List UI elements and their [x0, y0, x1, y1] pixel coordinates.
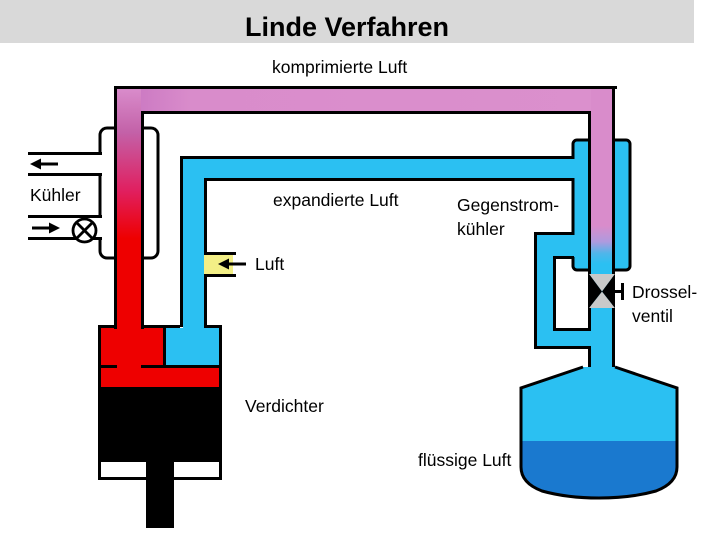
- label-counterflow-cooler-line1: Gegenstrom-: [457, 195, 559, 215]
- label-cooler: Kühler: [30, 185, 81, 205]
- label-air-inlet: Luft: [255, 254, 284, 274]
- collection-vessel: [519, 365, 679, 500]
- label-liquid-air: flüssige Luft: [418, 450, 512, 470]
- compression-space: [101, 368, 219, 387]
- red-chamber: [101, 327, 163, 365]
- label-compressor: Verdichter: [245, 396, 324, 416]
- page-title: Linde Verfahren: [245, 12, 449, 42]
- cooler-mouth-top: [96, 155, 103, 173]
- cooler-outflow-pipe: [28, 152, 102, 176]
- piston-rod: [146, 462, 174, 528]
- compressed-air-pipe-right: [591, 89, 612, 380]
- cyan-chamber: [166, 328, 219, 365]
- liquid-air-fill: [521, 441, 677, 498]
- air-inlet-arrow-icon: [218, 258, 246, 270]
- arrow-out-icon: [30, 158, 58, 170]
- compressor-piston: [98, 387, 222, 462]
- labels: komprimierte Luft expandierte Luft Kühle…: [30, 57, 697, 470]
- compressed-air-pipe-top: [117, 89, 613, 111]
- cooler-mouth-bottom: [96, 218, 103, 237]
- air-inlet-pipe: [204, 252, 246, 277]
- expanded-air-pipe-left: [183, 159, 204, 330]
- return-loop: [534, 232, 592, 349]
- label-expanded-air: expandierte Luft: [273, 190, 399, 210]
- coolant-valve-icon: [71, 217, 98, 244]
- compressed-air-pipe-left: [117, 89, 141, 330]
- arrow-in-icon: [32, 222, 60, 234]
- label-throttle-valve-line1: Drossel-: [632, 282, 697, 302]
- cooler-inflow-pipe: [28, 215, 102, 240]
- label-throttle-valve-line2: ventil: [632, 306, 673, 326]
- vessel-outline: [519, 365, 679, 500]
- title-bar: [0, 0, 694, 43]
- compressor: [98, 325, 222, 528]
- valve-handle: [615, 283, 624, 300]
- label-compressed-air: komprimierte Luft: [272, 57, 407, 77]
- expanded-air-pipe-top: [183, 159, 577, 178]
- compressed-air-pipes: [114, 86, 617, 380]
- throttle-valve: [589, 274, 624, 308]
- label-counterflow-cooler-line2: kühler: [457, 219, 505, 239]
- expanded-air-pipes: [180, 156, 577, 330]
